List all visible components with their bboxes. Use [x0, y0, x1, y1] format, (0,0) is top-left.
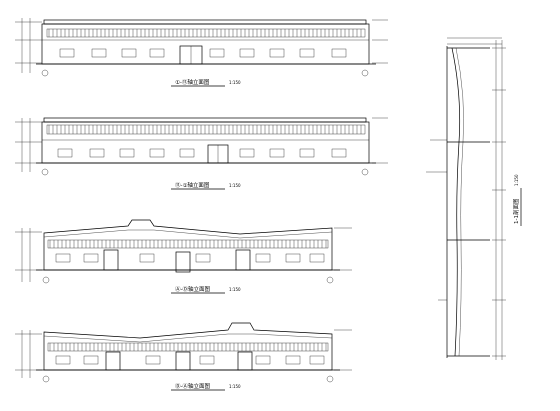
window [145, 355, 161, 365]
axis-bubble [326, 276, 334, 284]
window [299, 148, 315, 158]
window-mullions [48, 29, 362, 37]
elevation-scale-text: 1:150 [229, 384, 241, 389]
window [255, 253, 271, 263]
window [299, 48, 315, 58]
window [83, 355, 99, 365]
window [331, 48, 347, 58]
window [55, 253, 71, 263]
roof-profile-inner [455, 47, 464, 357]
window [121, 48, 137, 58]
elevation-title-text: Ⓐ-Ⓓ轴立面图 [175, 285, 210, 293]
elevation-2: ⑪-①轴立面图 1:150 [15, 117, 388, 190]
elevation-title: Ⓓ-Ⓐ轴立面图 1:150 [171, 382, 241, 391]
axis-bubble [326, 375, 334, 383]
door [235, 249, 251, 271]
roof-edge-line [43, 229, 333, 239]
window [239, 148, 255, 158]
doors [105, 351, 253, 371]
window [285, 355, 301, 365]
elevation-scale-text: 1:150 [229, 80, 241, 85]
building-outline [43, 322, 333, 371]
axis-bubble [42, 375, 50, 383]
window [199, 355, 215, 365]
window [309, 355, 325, 365]
upper-window-band [46, 28, 366, 38]
window [209, 48, 225, 58]
elevation-scale-text: 1:150 [229, 287, 241, 292]
window [149, 148, 165, 158]
lower-windows [55, 253, 325, 263]
lower-windows [55, 355, 325, 365]
upper-window-band [47, 239, 329, 249]
elevation-title: ①-⑪轴立面图 1:150 [171, 78, 241, 87]
window [55, 355, 71, 365]
building-outline [41, 23, 370, 65]
elevation-title: ⑪-①轴立面图 1:150 [171, 181, 241, 190]
axis-bubble [361, 168, 369, 176]
section-scale-text: 1:150 [514, 174, 519, 186]
roof-edge-line [43, 333, 333, 343]
elevation-title: Ⓐ-Ⓓ轴立面图 1:150 [171, 285, 241, 294]
window-mullions [48, 125, 362, 134]
lower-windows [59, 48, 347, 58]
window [91, 48, 107, 58]
window [309, 253, 325, 263]
window [59, 48, 75, 58]
door [175, 251, 191, 273]
axis-bubble [41, 69, 49, 77]
upper-window-band [47, 342, 329, 352]
window-mullions [49, 343, 327, 351]
window [139, 253, 155, 263]
section-1-1: 1-1剖面图 1:150 [426, 37, 522, 360]
window [255, 355, 271, 365]
window-mullions [49, 240, 327, 248]
elevation-title-text: Ⓓ-Ⓐ轴立面图 [175, 382, 210, 390]
section-title: 1-1剖面图 1:150 [512, 174, 522, 226]
elevation-3: Ⓐ-Ⓓ轴立面图 1:150 [15, 219, 352, 294]
elevation-4: Ⓓ-Ⓐ轴立面图 1:150 [15, 322, 352, 391]
window [149, 48, 165, 58]
roof-parapet [43, 117, 367, 123]
window [179, 148, 195, 158]
door [237, 351, 253, 371]
building-outline [43, 219, 333, 271]
door [175, 351, 191, 371]
axis-bubble [42, 276, 50, 284]
lower-windows [57, 148, 347, 158]
door [105, 351, 121, 371]
window [119, 148, 135, 158]
elevation-scale-text: 1:150 [229, 183, 241, 188]
elevation-title-text: ①-⑪轴立面图 [175, 78, 210, 86]
upper-window-band [46, 124, 366, 135]
window [57, 148, 73, 158]
axis-bubble [361, 69, 369, 77]
section-title-text: 1-1剖面图 [512, 198, 520, 224]
window [83, 253, 99, 263]
elevation-title-text: ⑪-①轴立面图 [175, 181, 210, 189]
elevation-1: ①-⑪轴立面图 1:150 [15, 18, 388, 87]
axis-bubble [41, 168, 49, 176]
door [103, 249, 119, 271]
dimension-ticks [492, 47, 506, 357]
window [269, 148, 285, 158]
window [331, 148, 347, 158]
doors [103, 249, 251, 273]
roof-parapet [43, 19, 367, 25]
window [195, 253, 211, 263]
window [89, 148, 105, 158]
window [269, 48, 285, 58]
roof-profile [451, 47, 461, 357]
window [285, 253, 301, 263]
window [239, 48, 255, 58]
